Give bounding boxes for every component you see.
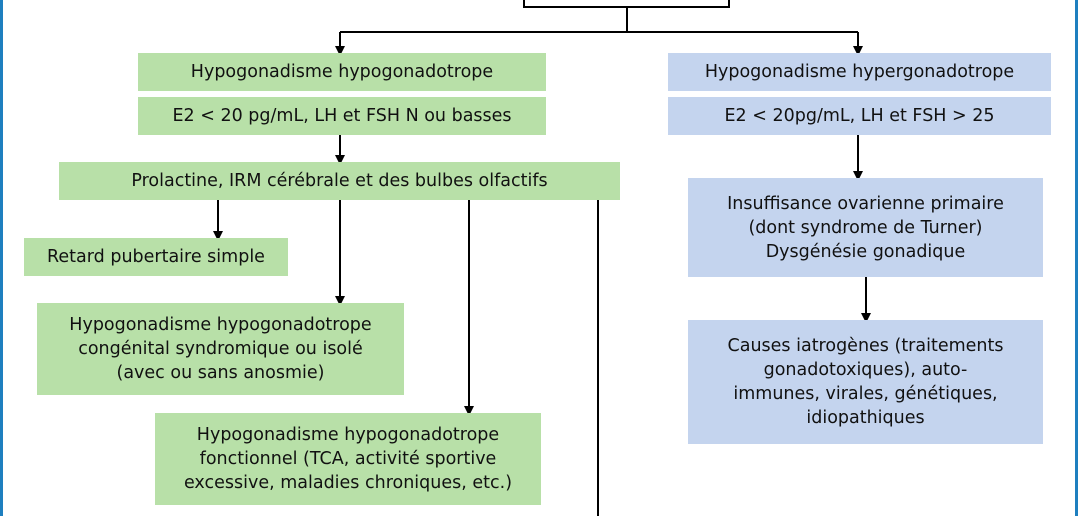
outcome-fonctionnel-box: Hypogonadisme hypogonadotrope fonctionne… xyxy=(155,413,541,505)
left-criteria-box: E2 < 20 pg/mL, LH et FSH N ou basses xyxy=(138,97,546,135)
right-criteria-box: E2 < 20pg/mL, LH et FSH > 25 xyxy=(668,97,1051,135)
cause1-box: Insuffisance ovarienne primaire (dont sy… xyxy=(688,178,1043,277)
left-exams-box: Prolactine, IRM cérébrale et des bulbes … xyxy=(59,162,620,200)
outcome-congenital-box: Hypogonadisme hypogonadotrope congénital… xyxy=(37,303,404,395)
root-box-edge xyxy=(523,0,730,8)
left-title-box: Hypogonadisme hypogonadotrope xyxy=(138,53,546,91)
outcome-retard-box: Retard pubertaire simple xyxy=(24,238,288,276)
cause2-box: Causes iatrogènes (traitements gonadotox… xyxy=(688,320,1043,444)
right-title-box: Hypogonadisme hypergonadotrope xyxy=(668,53,1051,91)
